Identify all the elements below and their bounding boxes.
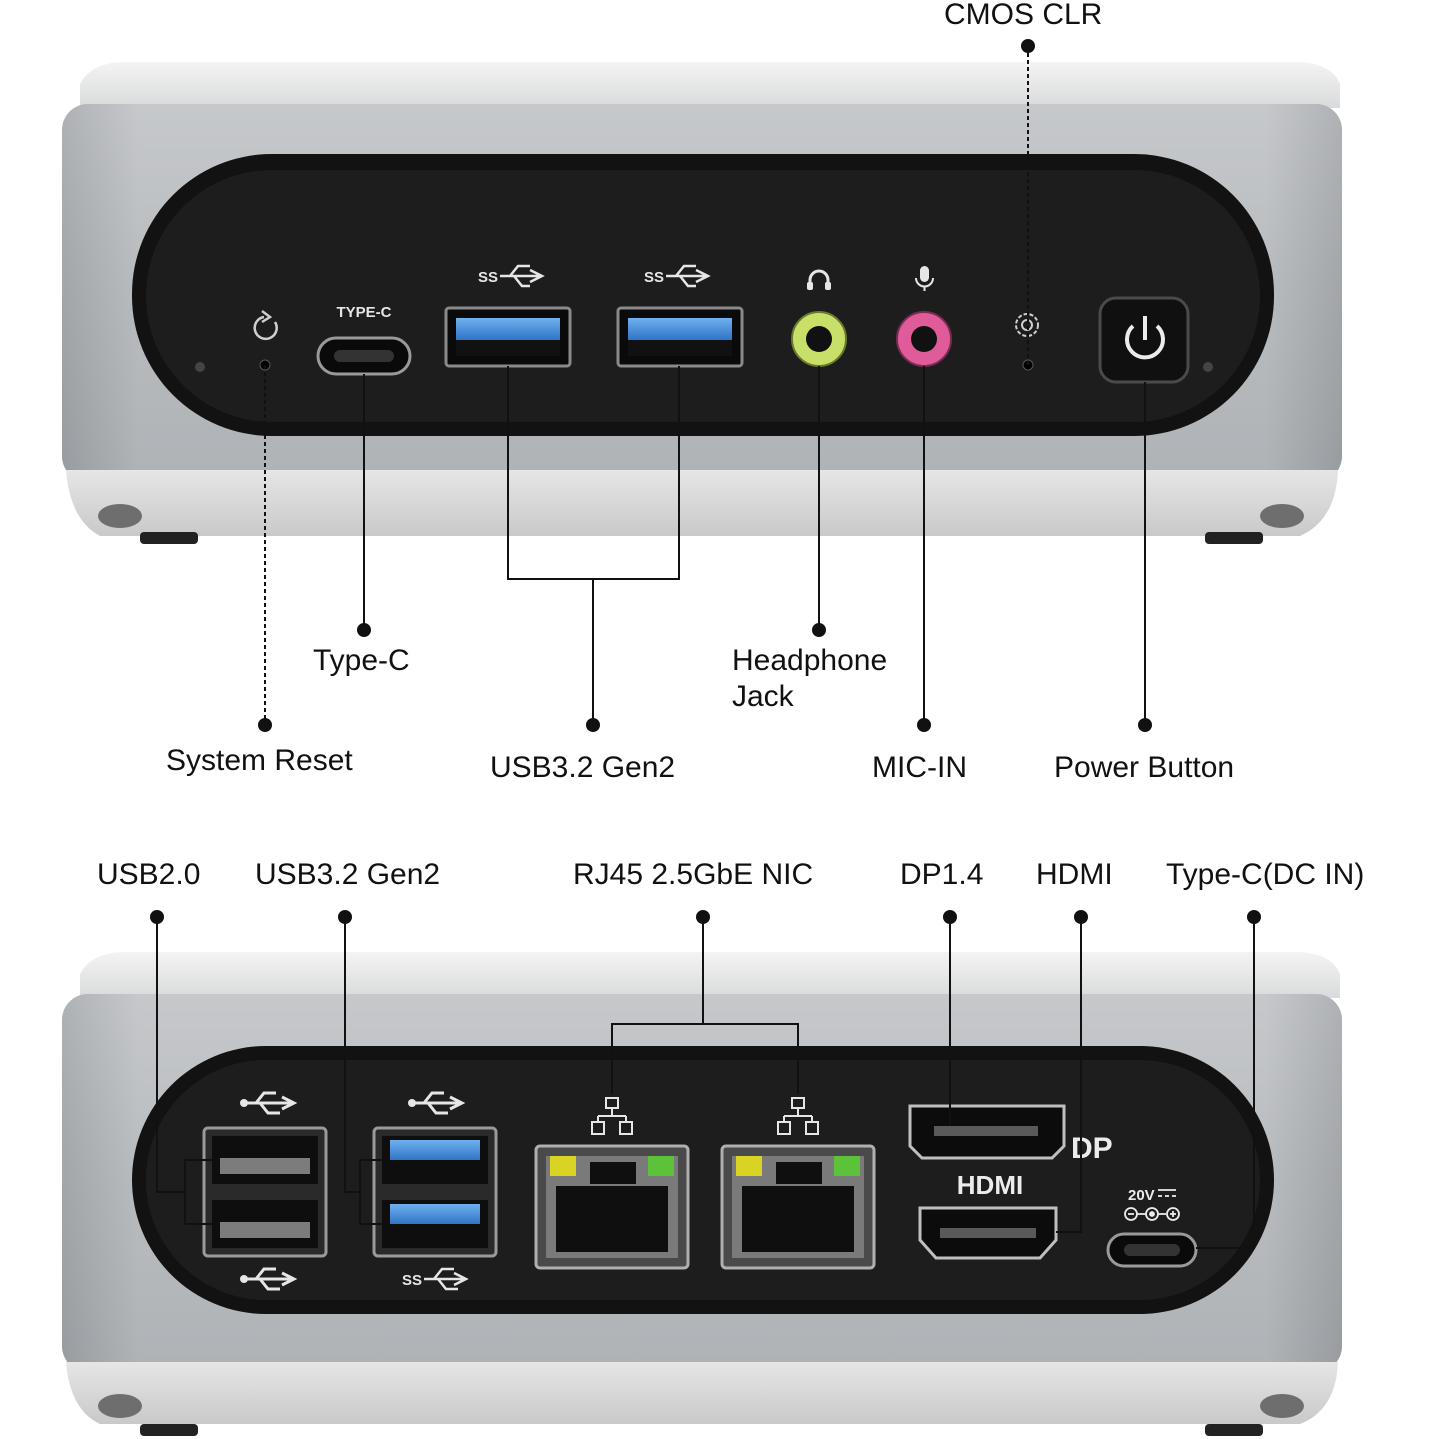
usb-icon: SS bbox=[402, 1267, 469, 1291]
network-icon bbox=[591, 1097, 633, 1135]
usb-icon: SS bbox=[478, 264, 545, 288]
system-reset-label: System Reset bbox=[166, 744, 353, 777]
led-green bbox=[834, 1156, 860, 1176]
front-base bbox=[66, 470, 1338, 536]
rear-usb32-gen2-label: USB3.2 Gen2 bbox=[255, 858, 441, 891]
hdmi-port-label: HDMI bbox=[957, 1170, 1023, 1200]
usb-icon bbox=[240, 1267, 298, 1291]
front-top-lid bbox=[80, 62, 1340, 108]
headphone-icon bbox=[807, 269, 831, 290]
power-icon bbox=[1125, 316, 1165, 360]
headphone-jack-label-line2: Jack bbox=[732, 680, 794, 713]
led-yellow bbox=[550, 1156, 576, 1176]
led-green bbox=[648, 1156, 674, 1176]
microphone-icon bbox=[915, 266, 934, 291]
usb-icon bbox=[240, 1091, 298, 1115]
front-leader-lines bbox=[258, 39, 1152, 732]
dp14-label: DP1.4 bbox=[900, 858, 984, 891]
usb-icon bbox=[408, 1091, 466, 1115]
usb-icon: SS bbox=[644, 264, 711, 288]
mic-in-label: MIC-IN bbox=[872, 751, 967, 784]
power-button-label: Power Button bbox=[1054, 751, 1235, 784]
front-unit: TYPE-C SS SS bbox=[62, 62, 1342, 544]
ss-label: SS bbox=[478, 269, 498, 286]
rear-top-lid bbox=[80, 952, 1340, 998]
usb20-label: USB2.0 bbox=[97, 858, 201, 891]
dp-port-label: DP bbox=[1071, 1132, 1113, 1165]
front-usb32-gen2-label: USB3.2 Gen2 bbox=[490, 751, 676, 784]
type-c-dc-in-label: Type-C(DC IN) bbox=[1166, 858, 1365, 891]
dc-voltage-label: 20V bbox=[1128, 1187, 1155, 1204]
rj45-label: RJ45 2.5GbE NIC bbox=[573, 858, 814, 891]
hdmi-label: HDMI bbox=[1036, 858, 1113, 891]
cmos-clr-label: CMOS CLR bbox=[944, 0, 1103, 31]
dc-polarity-icon bbox=[1124, 1189, 1180, 1221]
reset-icon bbox=[253, 310, 278, 341]
ss-label: SS bbox=[402, 1272, 422, 1289]
rear-base bbox=[66, 1362, 1338, 1424]
rear-leader-lines bbox=[150, 910, 1261, 1249]
ss-label: SS bbox=[644, 269, 664, 286]
network-icon bbox=[777, 1097, 819, 1135]
led-yellow bbox=[736, 1156, 762, 1176]
headphone-jack-label-line1: Headphone bbox=[732, 644, 888, 677]
front-typec-port-label: TYPE-C bbox=[336, 304, 391, 321]
rear-unit: SS bbox=[62, 952, 1342, 1436]
type-c-label: Type-C bbox=[313, 644, 410, 677]
